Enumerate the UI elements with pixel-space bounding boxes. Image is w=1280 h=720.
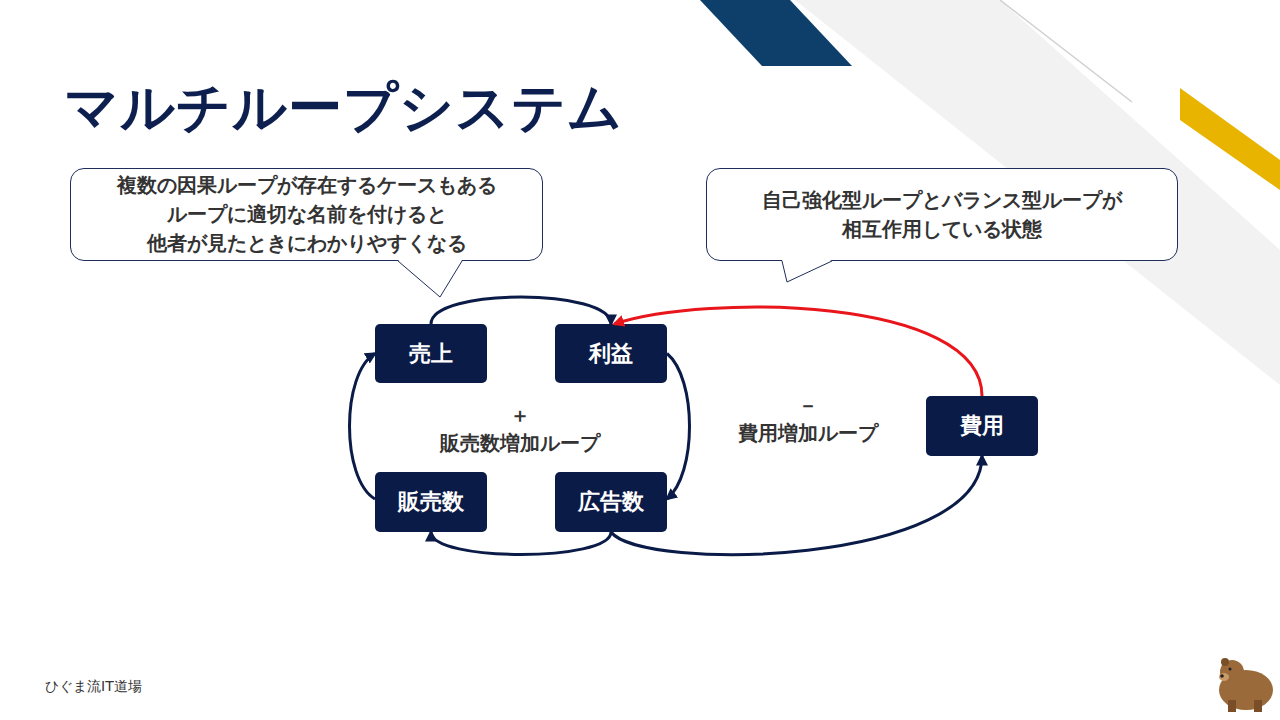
bear-icon [1219,658,1273,712]
slide-title: マルチループシステム [64,72,623,145]
callout-tail [398,260,462,297]
callout-tail [782,260,832,282]
yellow-band [1180,88,1280,190]
box-label: 費用 [960,411,1004,441]
thin-line [1000,0,1132,102]
process-box: 売上 [375,324,487,383]
causal-arrow [431,297,611,324]
callout-text: 複数の因果ループが存在するケースもある ループに適切な名前を付けると 他者が見た… [81,171,532,258]
box-label: 販売数 [398,487,464,517]
footer-text: ひぐま流IT道場 [45,678,142,696]
causal-arrow [614,307,982,396]
process-box: 利益 [555,324,667,383]
process-box: 広告数 [555,472,667,532]
callout-bubble: 複数の因果ループが存在するケースもある ループに適切な名前を付けると 他者が見た… [70,168,543,261]
causal-arrow [431,532,611,555]
loop-name: 費用増加ループ [738,420,878,447]
process-box: 販売数 [375,472,487,532]
callout-bubble: 自己強化型ループとバランス型ループが 相互作用している状態 [706,168,1178,261]
loop-name: 販売数増加ループ [440,430,600,457]
callout-text: 自己強化型ループとバランス型ループが 相互作用している状態 [717,186,1167,244]
causal-arrow [611,456,982,555]
loop-sign: － [798,392,818,419]
process-box: 費用 [926,396,1038,456]
box-label: 売上 [409,339,453,369]
box-label: 広告数 [578,487,644,517]
loop-sign: ＋ [510,402,530,429]
box-label: 利益 [589,339,633,369]
navy-band [700,0,852,66]
causal-arrow [350,354,376,500]
causal-arrow [667,354,690,500]
callout-tail-line [782,261,832,282]
callout-tail-line [398,261,462,297]
